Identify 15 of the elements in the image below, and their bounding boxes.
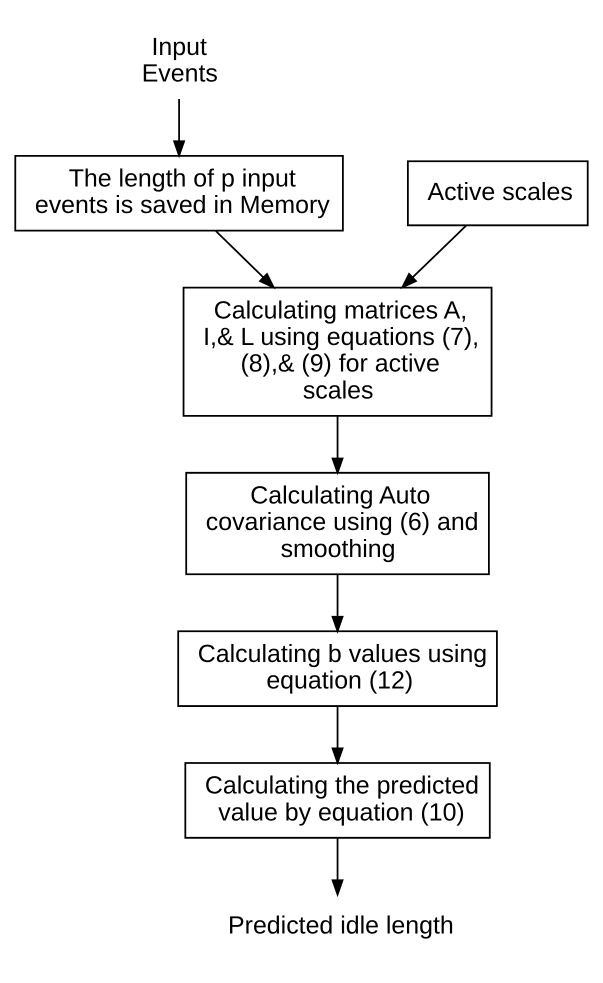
arrow — [331, 416, 344, 476]
arrow — [215, 230, 276, 290]
arrow — [331, 574, 344, 634]
arrow — [172, 99, 186, 158]
node-box: Calculating Auto covariance using (6) and smoothing — [185, 472, 490, 576]
node-box: Calculating matrices A, I,& L using equations (7), (8),& (9) for active scales — [182, 286, 492, 417]
node-text: Input Events — [142, 32, 218, 88]
arrow — [331, 838, 344, 898]
node-box: Calculating b values using equation (12) — [177, 630, 498, 707]
arrow — [331, 706, 344, 766]
node-text: Predicted idle length — [228, 911, 454, 940]
arrow — [400, 225, 467, 290]
node-box: The length of p input events is saved in Memory — [14, 155, 344, 232]
node-box: Active scales — [407, 160, 589, 226]
node-box: Calculating the predicted value by equation (10) — [184, 762, 491, 839]
